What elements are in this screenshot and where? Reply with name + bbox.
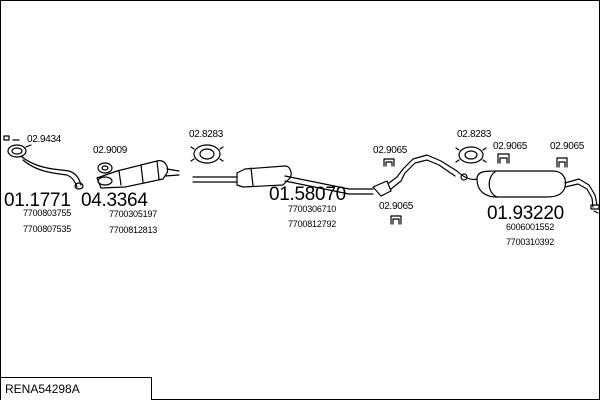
diagram-code: RENA54298A — [5, 382, 80, 396]
group-number: 04.3364 — [81, 190, 148, 211]
rear-silencer-part — [456, 170, 598, 208]
exhaust-system-drawing — [3, 135, 599, 225]
clamp-part — [455, 146, 487, 164]
oem-number: 7700807535 — [23, 224, 72, 234]
small-part-number: 02.9065 — [373, 145, 408, 156]
front-flange-part — [3, 135, 32, 158]
small-part-number: 02.9065 — [379, 201, 414, 212]
small-part-number: 02.9065 — [550, 141, 585, 152]
small-part-number: 02.9065 — [493, 141, 528, 152]
oem-number: 7700803755 — [23, 208, 72, 218]
small-part-number: 02.8283 — [189, 129, 224, 140]
oem-number: 7700310392 — [506, 237, 555, 247]
front-pipe-part — [20, 155, 84, 190]
hanger-part — [390, 215, 402, 225]
clamp-part — [190, 144, 224, 164]
group-number: 01.93220 — [487, 203, 564, 224]
hanger-part — [556, 157, 568, 168]
oem-number: 7700306710 — [288, 204, 337, 214]
group-number: 01.1771 — [4, 190, 71, 211]
centre-silencer-part — [192, 154, 458, 197]
tailpipe-end-part — [590, 204, 599, 214]
small-part-number: 02.8283 — [457, 129, 492, 140]
hanger-part — [383, 158, 395, 167]
group-number: 01.58070 — [269, 184, 346, 205]
oem-number: 7700812792 — [288, 219, 337, 229]
small-part-number: 02.9434 — [27, 134, 62, 145]
small-part-number: 02.9009 — [93, 145, 128, 156]
oem-number: 6006001552 — [506, 222, 555, 232]
oem-number: 7700305197 — [109, 209, 158, 219]
catalytic-converter-part — [96, 160, 180, 189]
hanger-part — [497, 153, 510, 164]
oem-number: 7700812813 — [109, 225, 158, 235]
diagram-code-box: RENA54298A — [1, 377, 152, 400]
